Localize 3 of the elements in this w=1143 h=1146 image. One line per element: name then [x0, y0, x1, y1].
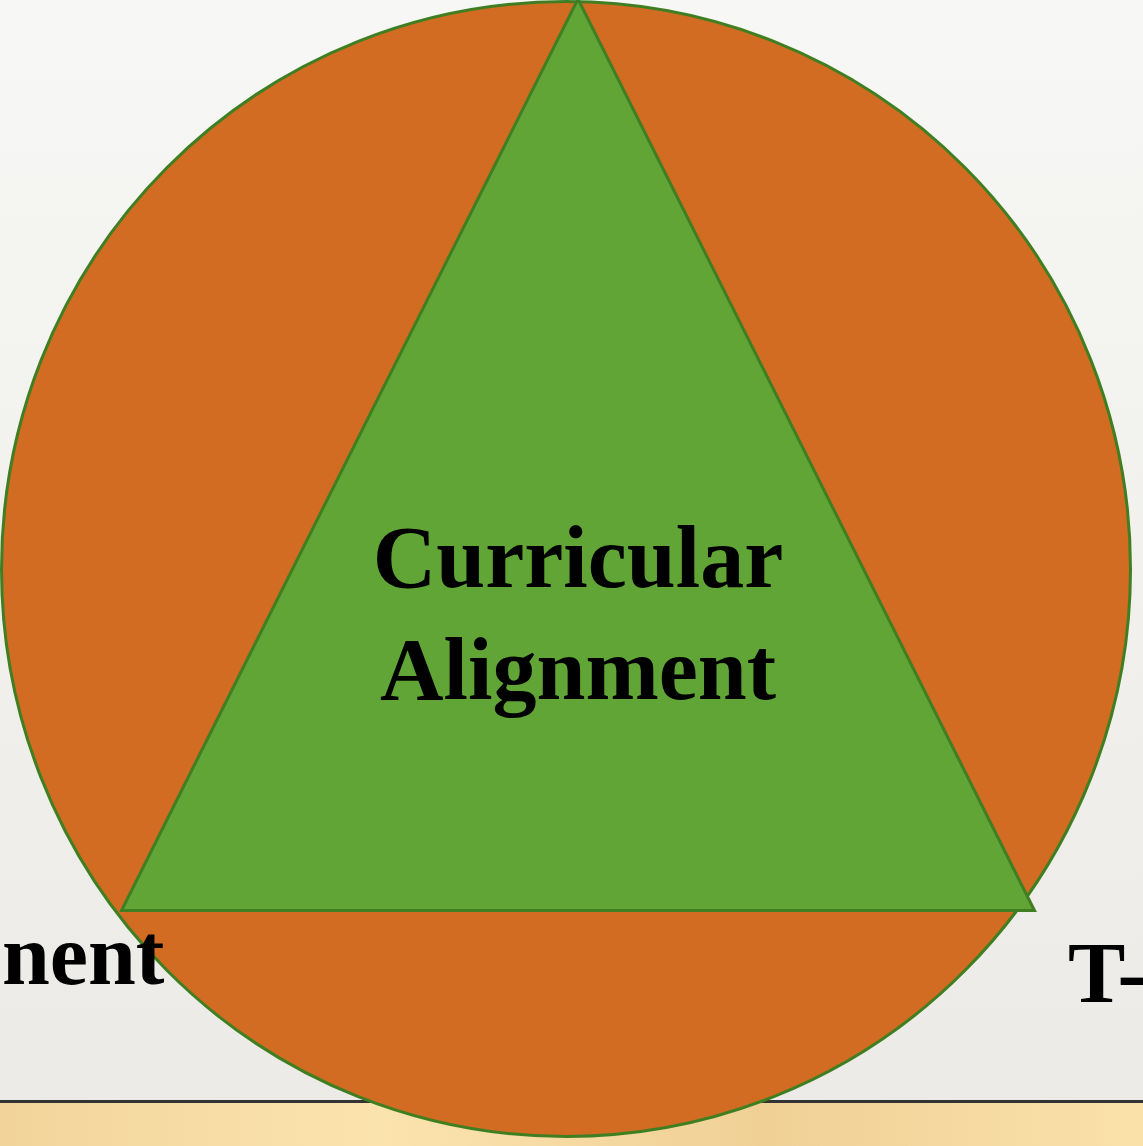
corner-label: nent: [2, 912, 165, 998]
corner-label: T-: [1068, 930, 1143, 1016]
node-title: Curricular Alignment: [371, 508, 785, 720]
